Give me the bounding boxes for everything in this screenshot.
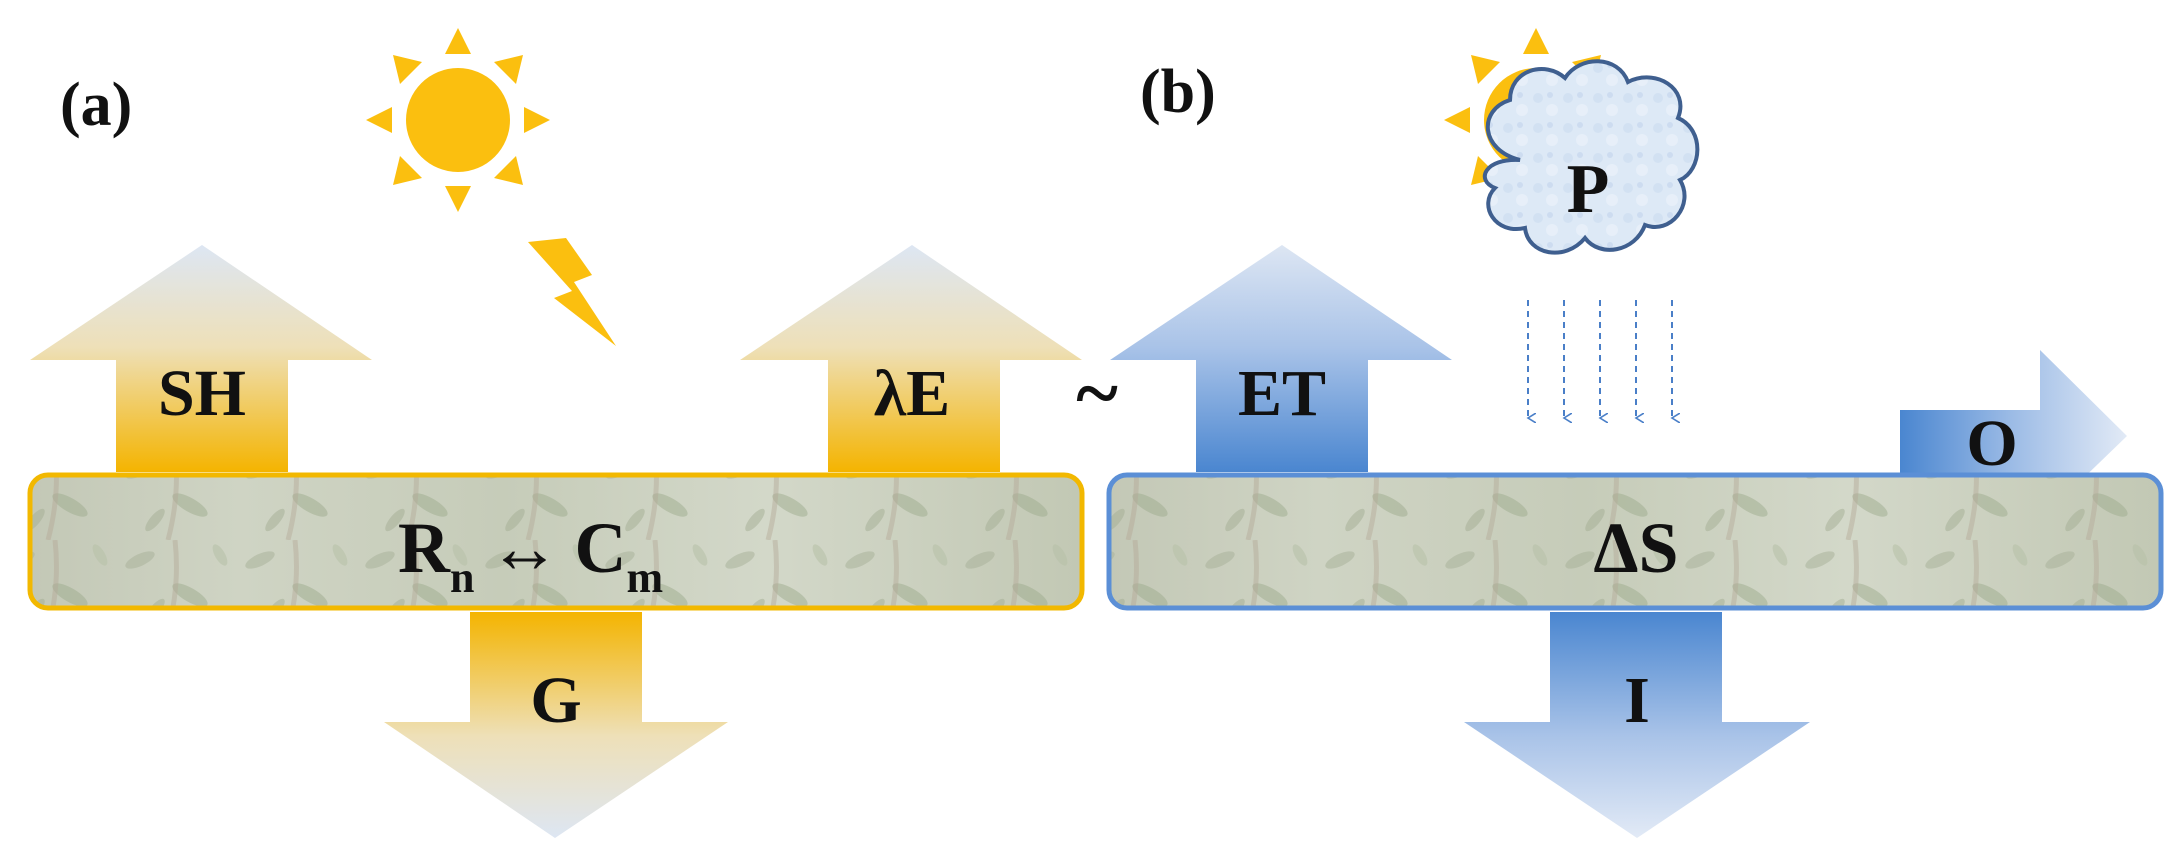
relation-symbol: ~ [1076, 350, 1118, 438]
cloud-icon [1482, 59, 1700, 255]
exchange-arrow: ↔ [488, 508, 560, 588]
surface-band-b [1106, 472, 2164, 611]
sun-icon [366, 28, 550, 212]
sh-up-arrow [30, 245, 372, 472]
g-label: G [530, 664, 581, 737]
outflow-label: O [1966, 407, 2017, 480]
latent-heat-label: λE [874, 357, 950, 430]
panel-b-label: (b) [1140, 58, 1216, 126]
et-label: ET [1238, 357, 1326, 430]
latent-heat-up-arrow [740, 245, 1082, 472]
storage-change-label: ΔS [1593, 508, 1678, 588]
precipitation-label: P [1567, 151, 1610, 228]
panel-a: (a) SH [27, 28, 1085, 838]
cm-sub: m [626, 553, 663, 602]
rn-cm-label: Rn ↔Cm [398, 508, 663, 602]
infiltration-label: I [1624, 664, 1650, 737]
rain-arrows-icon [1528, 300, 1672, 418]
infiltration-down-arrow [1464, 612, 1810, 838]
sh-label: SH [158, 357, 246, 430]
cm-main: C [574, 508, 626, 588]
rn-sub: n [450, 553, 474, 602]
surface-band-a [27, 472, 1085, 611]
rn-main: R [398, 508, 451, 588]
panel-b: (b) P [1106, 28, 2164, 838]
et-up-arrow [1110, 245, 1452, 472]
panel-a-label: (a) [60, 71, 132, 139]
lightning-icon [528, 238, 616, 346]
g-down-arrow [384, 612, 728, 838]
